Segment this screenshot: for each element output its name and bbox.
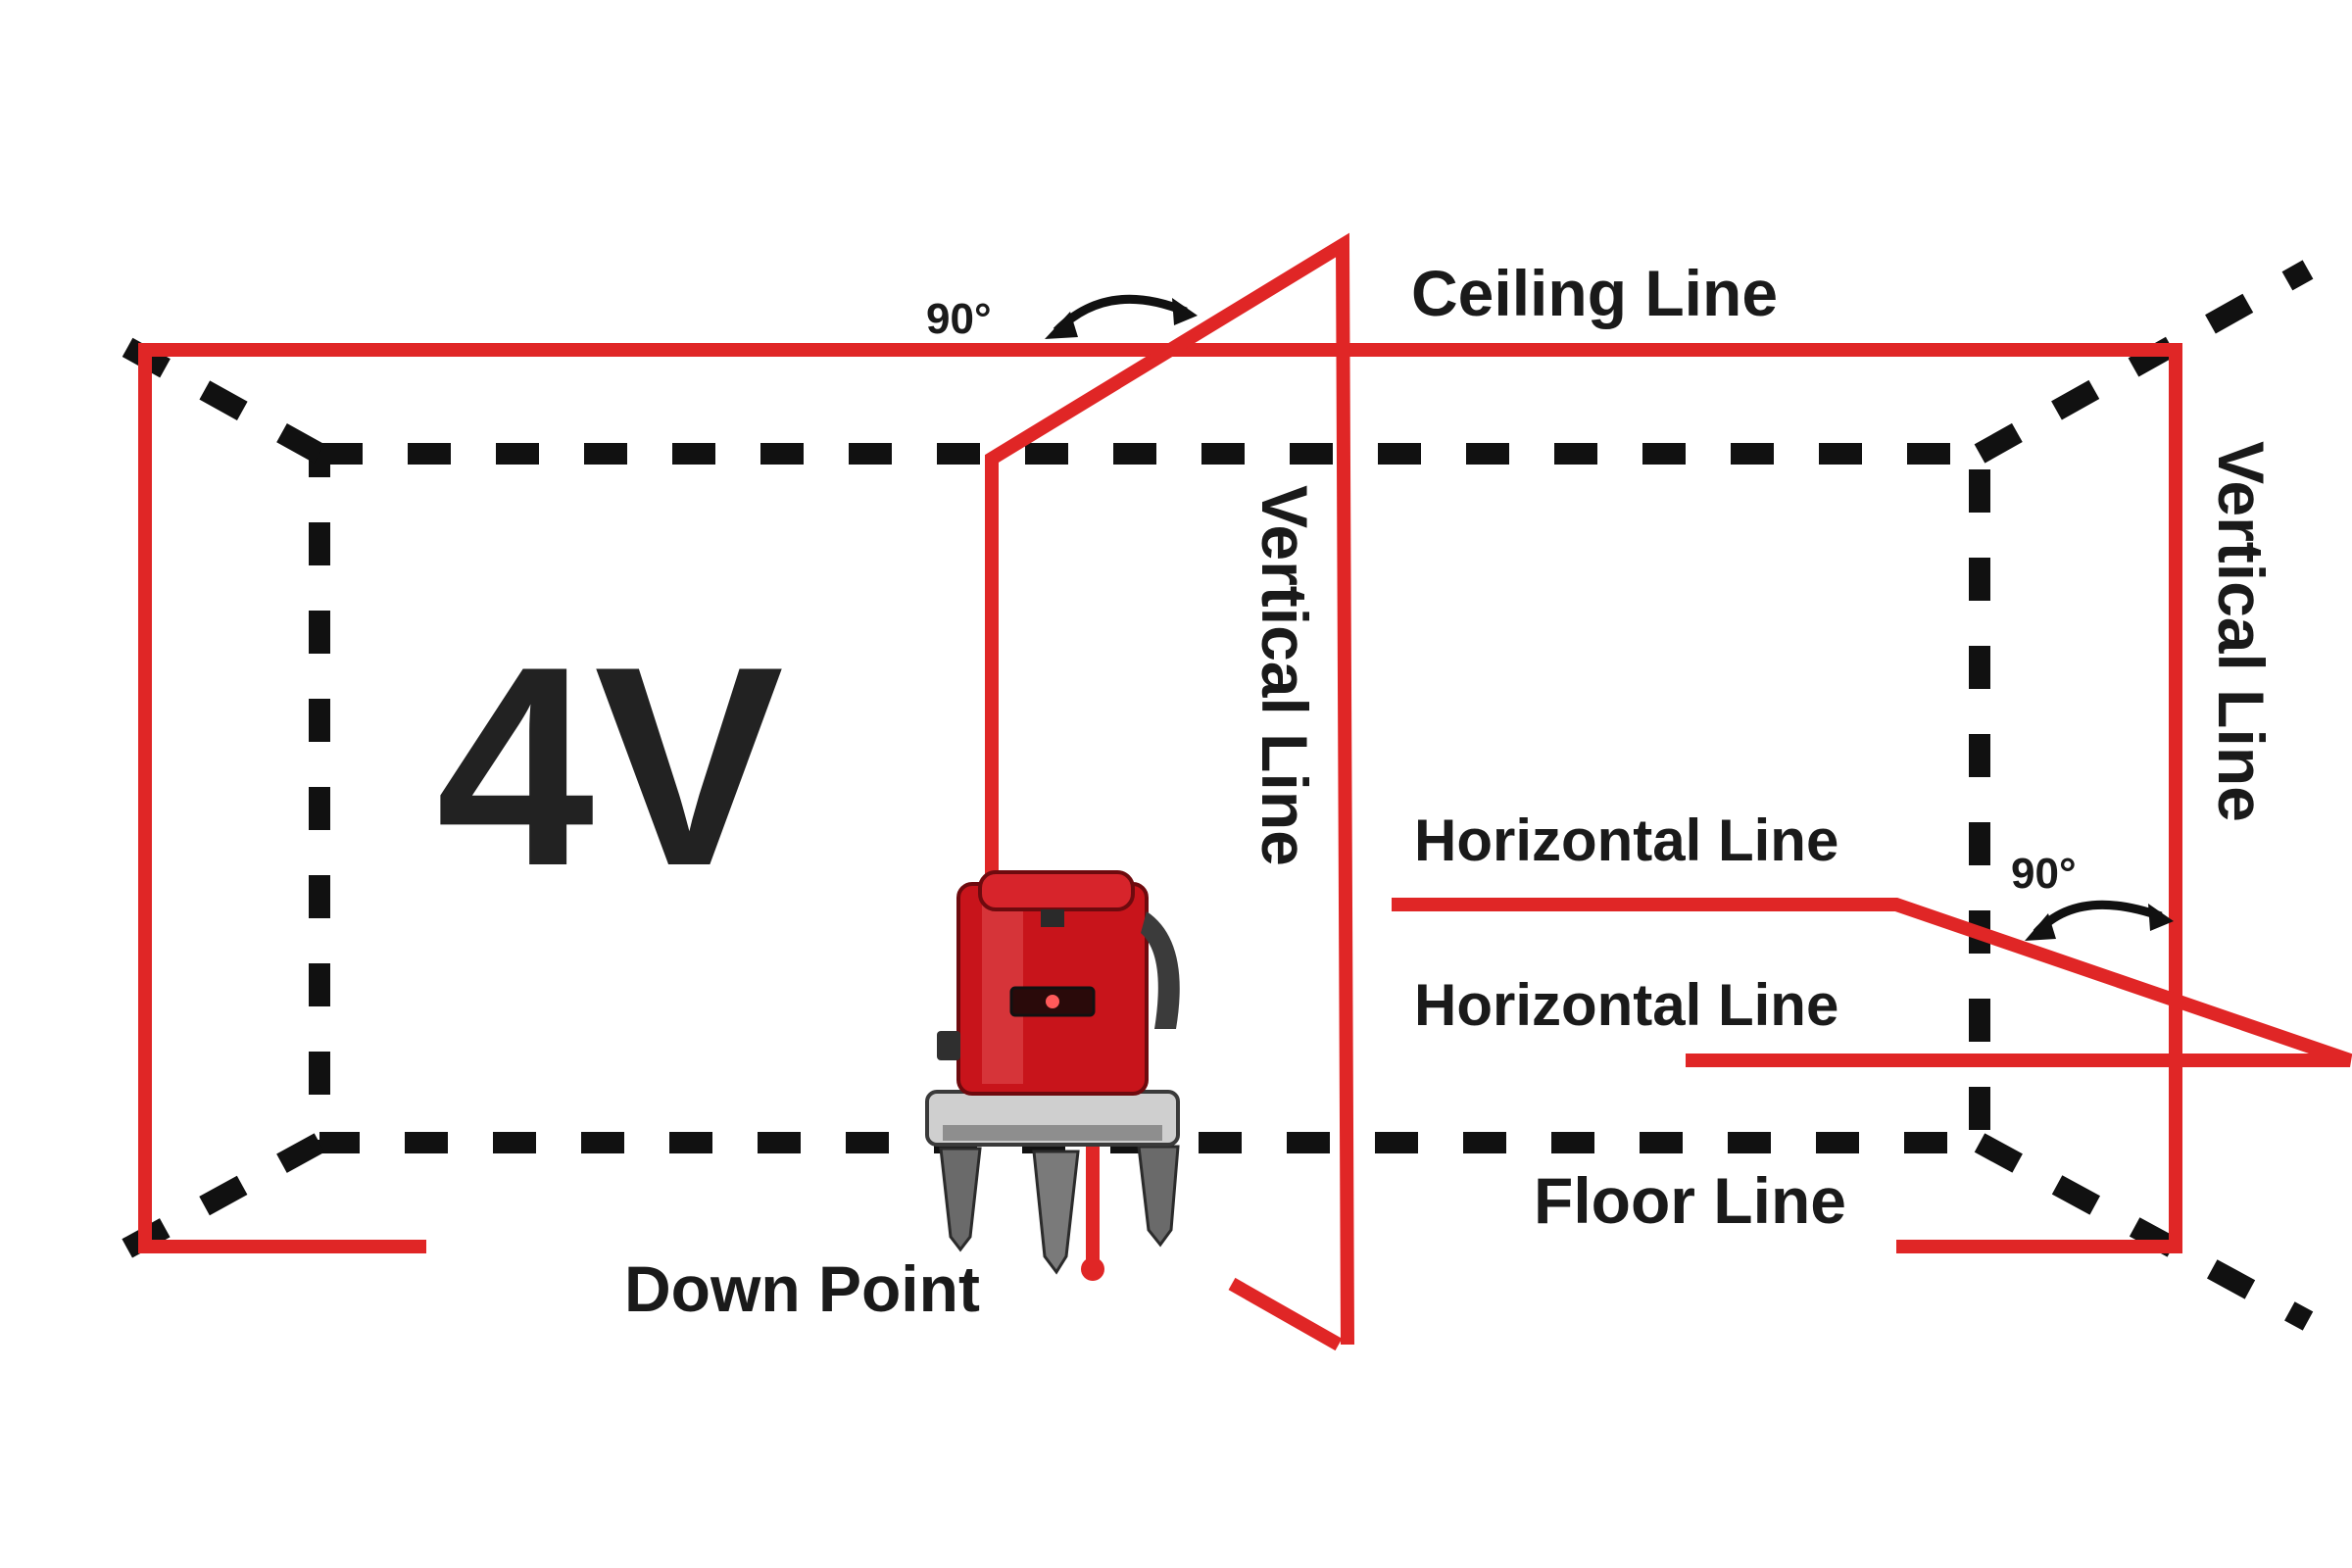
device-feet xyxy=(939,1145,1180,1275)
model-label: 4V xyxy=(436,608,785,925)
vertical-line-right-label: Vertical Line xyxy=(2205,441,2278,822)
device-base-shadow xyxy=(943,1125,1162,1141)
laser-level-device xyxy=(925,870,1180,1275)
angle-label-right: 90° xyxy=(2011,850,2077,898)
horizontal-line-lower-label: Horizontal Line xyxy=(1414,972,1838,1038)
vertical-line-center-label: Vertical Line xyxy=(1249,485,1321,866)
arrowhead-top-right-icon xyxy=(1172,298,1198,325)
device-foot-left xyxy=(939,1147,982,1252)
angle-arc-top xyxy=(1053,294,1188,335)
arrowhead-right-icon xyxy=(2025,913,2056,941)
room-edge-top-left xyxy=(87,318,325,464)
floor-line-label: Floor Line xyxy=(1534,1164,1846,1237)
device-knob xyxy=(937,1031,960,1060)
arrowhead-right-end-icon xyxy=(2148,904,2174,931)
horizontal-laser-line xyxy=(1392,898,2352,1067)
room-edge-top-right xyxy=(1974,260,2314,464)
device-laser-emitter xyxy=(1046,995,1059,1008)
vertical-laser-line-center xyxy=(985,232,1354,1346)
device-foot-center xyxy=(1032,1150,1080,1275)
vertical-laser-line-center-floor xyxy=(1228,1277,1343,1351)
device-handle xyxy=(1141,911,1180,1029)
room-edge-bottom-left xyxy=(87,1133,325,1277)
ceiling-line-label: Ceiling Line xyxy=(1411,257,1778,329)
room-edge-bottom-right xyxy=(1974,1133,2314,1331)
room-outline xyxy=(87,260,2314,1331)
angle-arrowheads xyxy=(1045,298,2174,941)
arrowhead-top-icon xyxy=(1045,312,1078,339)
angle-label-top: 90° xyxy=(926,295,992,343)
laser-lines xyxy=(138,232,2352,1351)
down-point-label: Down Point xyxy=(624,1252,980,1325)
device-foot-right xyxy=(1137,1145,1180,1248)
device-top xyxy=(978,870,1135,911)
horizontal-line-upper-label: Horizontal Line xyxy=(1414,808,1838,873)
angle-arc-right xyxy=(2033,900,2163,937)
down-point-dot xyxy=(1081,1257,1104,1281)
device-window-top xyxy=(1041,909,1064,927)
